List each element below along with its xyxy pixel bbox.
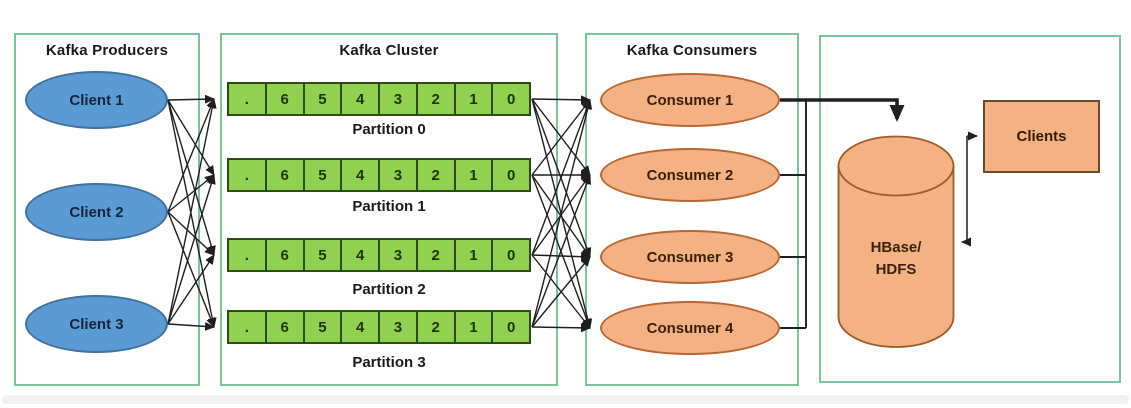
partition-cell: 1 [453, 84, 492, 114]
partition-cell: 3 [378, 240, 416, 270]
partition-cell: 3 [378, 84, 416, 114]
database-label: HBase/ HDFS [837, 237, 955, 281]
group-box-storage [819, 35, 1121, 383]
clients-label: Clients [1016, 128, 1067, 145]
consumer-label: Consumer 1 [646, 91, 734, 109]
client-ellipse-1: Client 1 [25, 71, 168, 129]
partition-cell: 0 [491, 240, 529, 270]
partition-cell: 5 [302, 312, 341, 342]
partition-cell: 6 [264, 240, 303, 270]
consumer-ellipse-1: Consumer 1 [600, 73, 780, 127]
partition-cell: 6 [264, 312, 303, 342]
partition-cell: . [244, 246, 249, 264]
partition-label-1: Partition 1 [352, 198, 426, 215]
partition-cell: 0 [491, 312, 529, 342]
partition-cell: 2 [415, 160, 454, 190]
client-ellipse-2: Client 2 [25, 183, 168, 241]
consumer-label: Consumer 4 [646, 319, 734, 337]
producers-title: Kafka Producers [45, 42, 169, 59]
partition-row-2: . 6 5 4 3 2 1 0 [227, 238, 531, 272]
client-ellipse-3: Client 3 [25, 295, 168, 353]
partition-cell: . [244, 318, 249, 336]
horizontal-scrollbar[interactable] [2, 395, 1129, 404]
partition-cell: 1 [453, 160, 492, 190]
partition-cell: 1 [453, 312, 492, 342]
partition-cell: 0 [491, 84, 529, 114]
partition-cell: 5 [302, 240, 341, 270]
database-cylinder [837, 135, 955, 348]
partition-cell: 3 [378, 312, 416, 342]
partition-cell: 3 [378, 160, 416, 190]
cylinder-top [837, 135, 955, 197]
partition-cell: 4 [340, 160, 378, 190]
partition-cell: 4 [340, 312, 378, 342]
cluster-title: Kafka Cluster [339, 42, 439, 59]
partition-cell: . [244, 90, 249, 108]
partition-cell: 1 [453, 240, 492, 270]
database-label-line1: HBase/ [870, 239, 922, 256]
partition-cell: 6 [264, 160, 303, 190]
client-label: Client 1 [69, 91, 124, 109]
partition-row-3: . 6 5 4 3 2 1 0 [227, 310, 531, 344]
consumer-ellipse-3: Consumer 3 [600, 230, 780, 284]
partition-label-3: Partition 3 [352, 354, 426, 371]
client-label: Client 2 [69, 203, 124, 221]
partition-label-0: Partition 0 [352, 121, 426, 138]
consumer-ellipse-4: Consumer 4 [600, 301, 780, 355]
partition-cell: . [244, 166, 249, 184]
partition-row-1: . 6 5 4 3 2 1 0 [227, 158, 531, 192]
partition-cell: 6 [264, 84, 303, 114]
partition-cell: 2 [415, 240, 454, 270]
consumer-ellipse-2: Consumer 2 [600, 148, 780, 202]
partition-cell: 5 [302, 84, 341, 114]
partition-cell: 4 [340, 240, 378, 270]
consumer-label: Consumer 3 [646, 248, 734, 266]
partition-cell: 2 [415, 312, 454, 342]
clients-box: Clients [983, 100, 1100, 173]
partition-cell: 0 [491, 160, 529, 190]
cylinder-body [837, 166, 955, 348]
partition-cell: 4 [340, 84, 378, 114]
partition-row-0: . 6 5 4 3 2 1 0 [227, 82, 531, 116]
partition-cell: 2 [415, 84, 454, 114]
partition-label-2: Partition 2 [352, 281, 426, 298]
client-label: Client 3 [69, 315, 124, 333]
consumers-title: Kafka Consumers [626, 42, 758, 59]
partition-cell: 5 [302, 160, 341, 190]
database-label-line2: HDFS [875, 261, 917, 278]
consumer-label: Consumer 2 [646, 166, 734, 184]
